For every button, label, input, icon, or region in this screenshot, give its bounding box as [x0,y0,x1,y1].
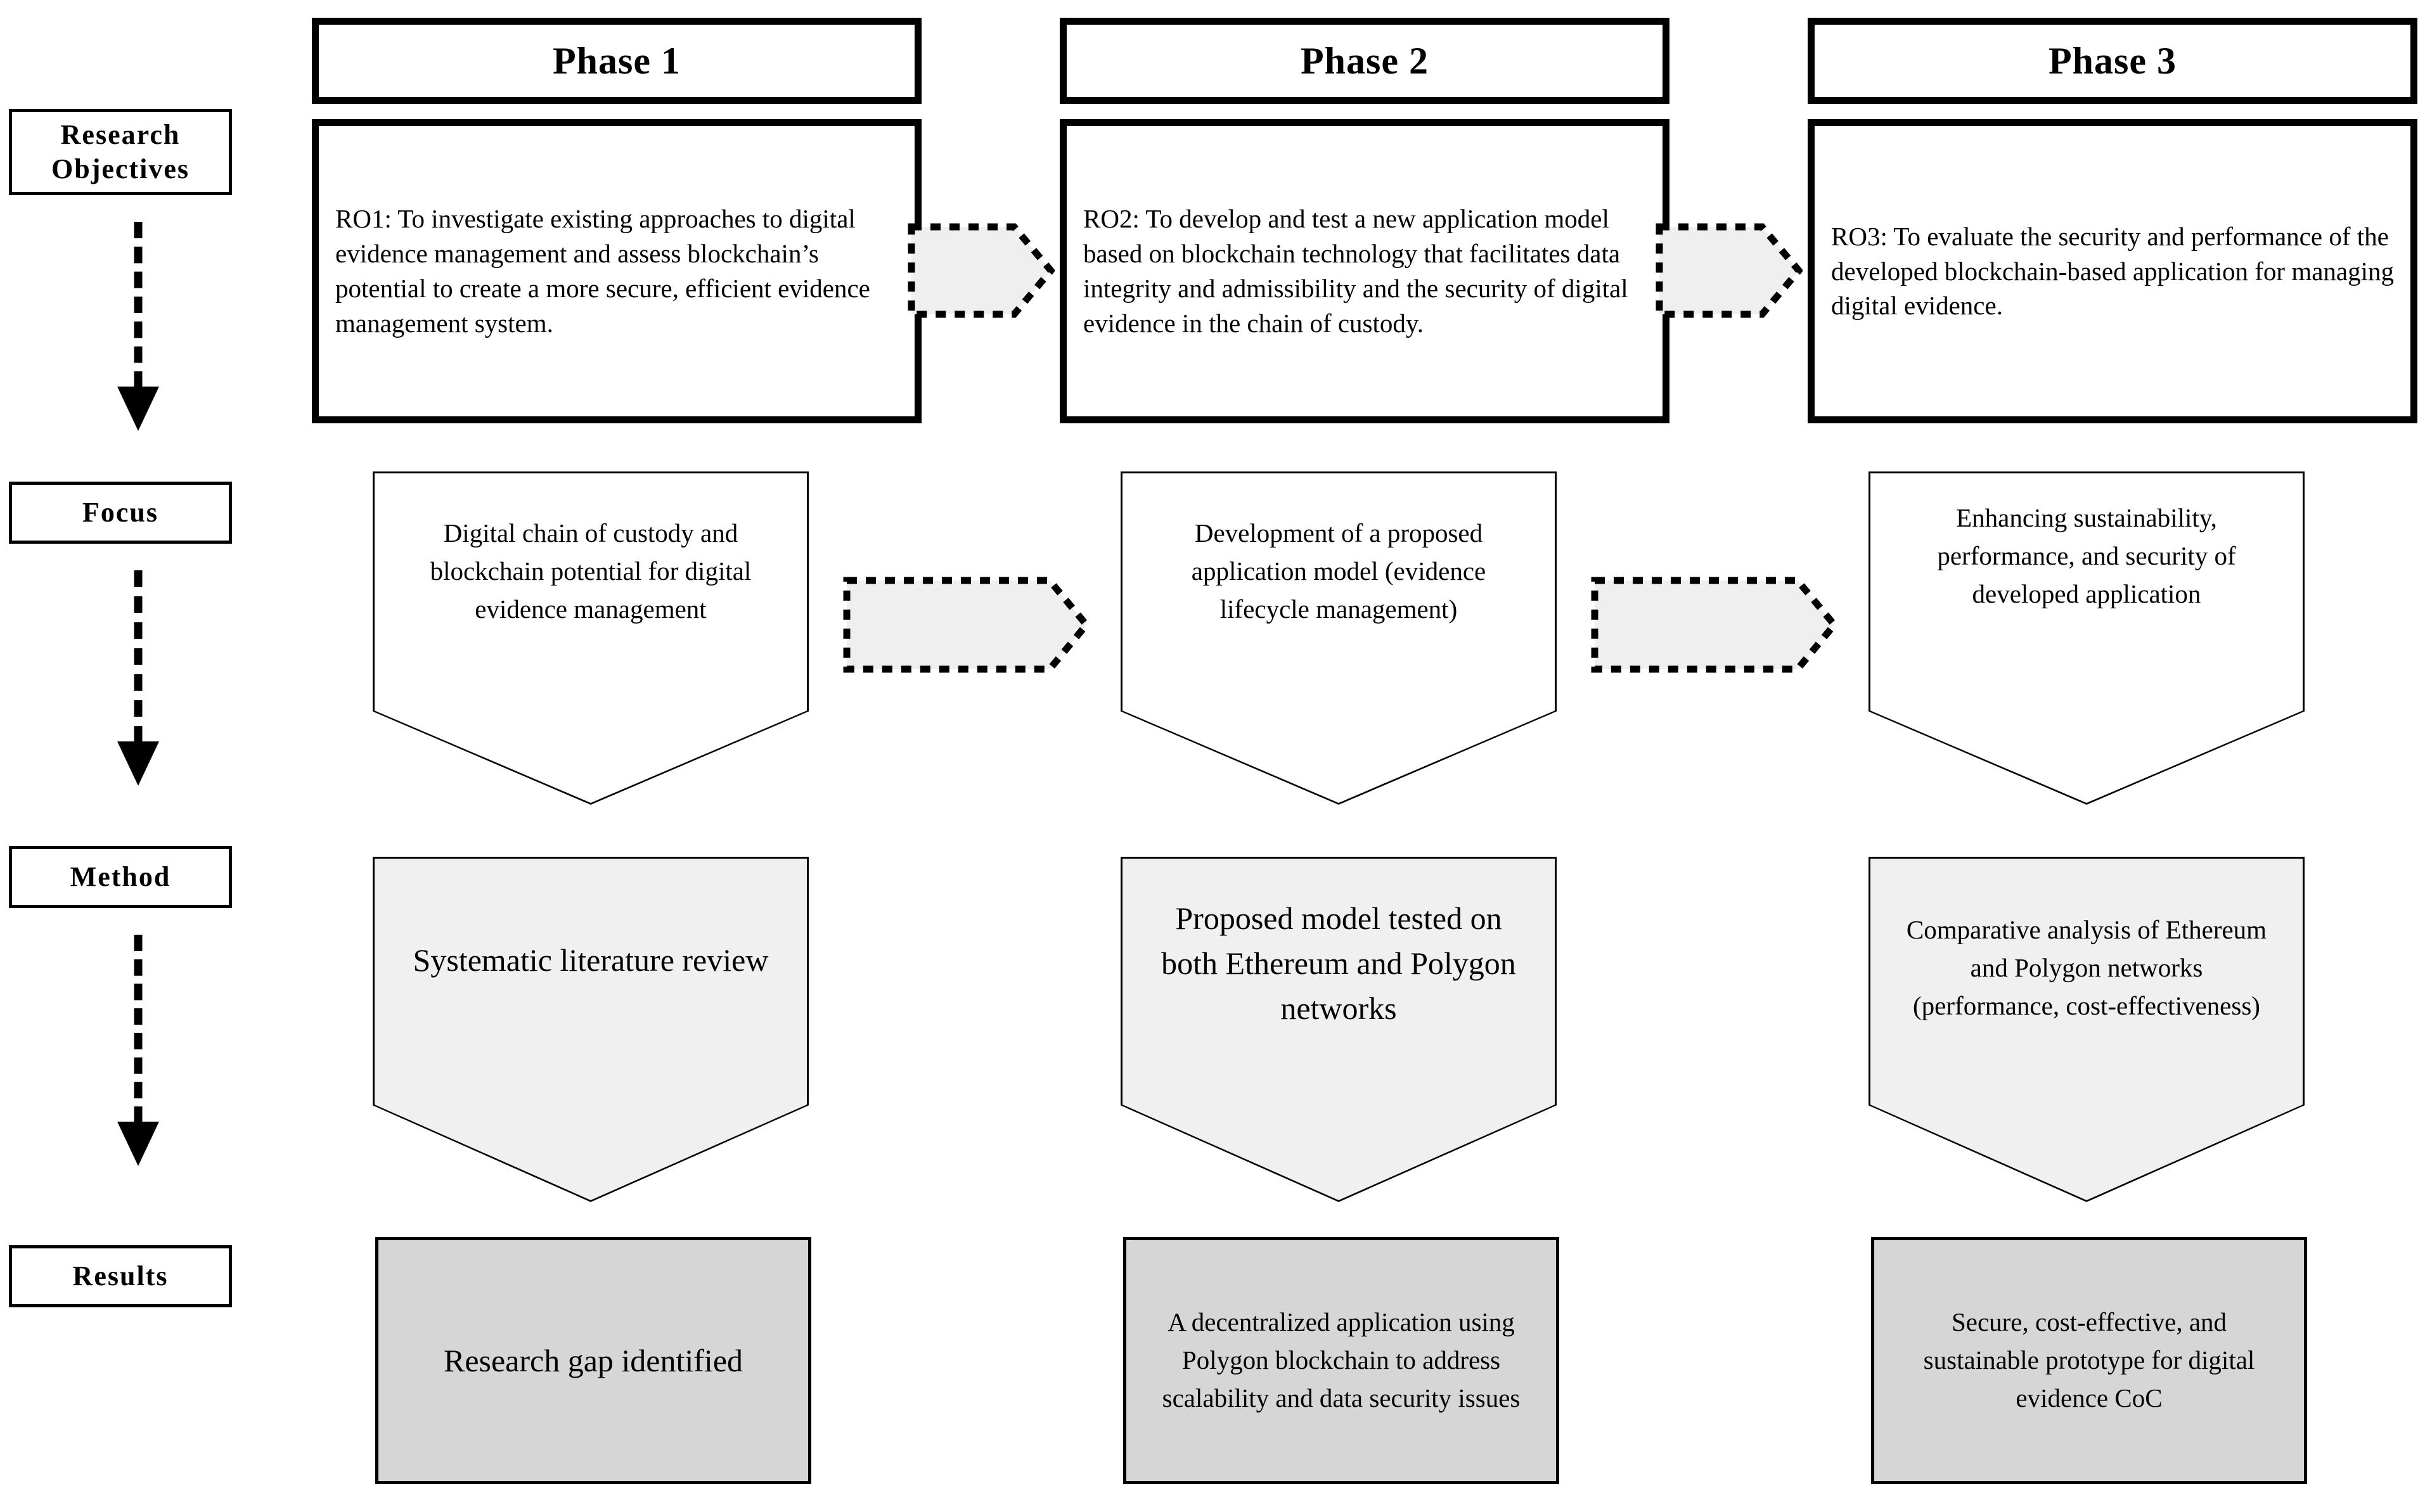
research-objective-text: RO2: To develop and test a new applicati… [1083,204,1628,338]
research-objective-text: RO1: To investigate existing approaches … [335,204,870,338]
result-cell-phase-1: Research gap identified [375,1237,811,1484]
arrow-head-icon [117,741,159,786]
stage-label-focus: Focus [9,482,232,544]
method-text: Systematic literature review [413,942,769,978]
arrow-shaft [134,570,143,743]
focus-cell-phase-3: Enhancing sustainability, performance, a… [1869,471,2305,805]
method-text: Comparative analysis of Ethereum and Pol… [1906,915,2267,1020]
stage-label-research-objectives: Research Objectives [9,109,232,195]
connector-arrow-ro-p1-to-p2 [908,223,1055,318]
connector-arrow-focus-p1-to-p2 [843,577,1090,673]
result-cell-phase-3: Secure, cost-effective, and sustainable … [1871,1237,2307,1484]
focus-cell-phase-1: Digital chain of custody and blockchain … [373,471,809,805]
stage-label-text: Focus [82,497,158,529]
research-objective-cell-phase-3: RO3: To evaluate the security and perfor… [1808,119,2417,423]
research-objective-cell-phase-2: RO2: To develop and test a new applicati… [1060,119,1669,423]
stage-label-text: Research Objectives [51,119,190,184]
research-objective-cell-phase-1: RO1: To investigate existing approaches … [312,119,922,423]
method-text: Proposed model tested on both Ethereum a… [1161,900,1516,1026]
stage-label-text: Method [70,861,171,893]
phase-header-label: Phase 1 [553,39,681,82]
arrow-head-icon [117,1122,159,1166]
arrow-shaft [134,935,143,1123]
focus-text: Digital chain of custody and blockchain … [430,518,752,624]
focus-cell-phase-2: Development of a proposed application mo… [1121,471,1557,805]
pentagon-fill [375,859,807,1200]
arrow-shaft [134,222,143,388]
method-cell-phase-3: Comparative analysis of Ethereum and Pol… [1869,857,2305,1202]
phase-header-label: Phase 3 [2049,39,2177,82]
stage-label-text: Results [72,1260,169,1292]
phase-header-label: Phase 2 [1301,39,1429,82]
result-cell-phase-2: A decentralized application using Polygo… [1123,1237,1559,1484]
method-cell-phase-1: Systematic literature review [373,857,809,1202]
stage-label-method: Method [9,846,232,908]
pentagon-fill [1870,859,2303,1200]
phase-header-1: Phase 1 [312,18,922,104]
connector-arrow-ro-p2-to-p3 [1656,223,1803,318]
phase-header-2: Phase 2 [1060,18,1669,104]
stage-label-results: Results [9,1245,232,1307]
result-text: A decentralized application using Polygo… [1162,1307,1521,1413]
connector-arrow-focus-p2-to-p3 [1591,577,1838,673]
focus-text: Enhancing sustainability, performance, a… [1937,503,2236,608]
result-text: Research gap identified [443,1342,743,1378]
focus-text: Development of a proposed application mo… [1191,518,1486,624]
arrow-head-icon [117,387,159,431]
result-text: Secure, cost-effective, and sustainable … [1923,1307,2255,1413]
phase-header-3: Phase 3 [1808,18,2417,104]
method-cell-phase-2: Proposed model tested on both Ethereum a… [1121,857,1557,1202]
research-objective-text: RO3: To evaluate the security and perfor… [1831,221,2395,321]
